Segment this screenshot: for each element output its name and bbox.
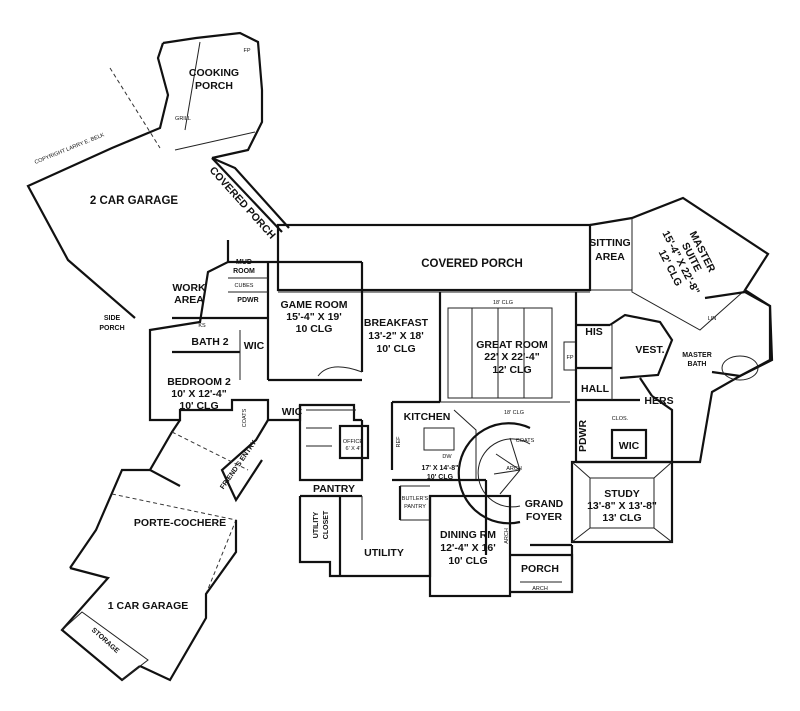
mud-room-label-1: MUD	[236, 259, 252, 266]
study-label-2: 13'-8" X 13'-8"	[587, 500, 657, 512]
butlers-pantry-label-1: BUTLER'S	[402, 496, 429, 502]
dining-label-2: 12'-4" X 16'	[440, 542, 496, 554]
bath2-label: BATH 2	[191, 336, 228, 348]
breakfast-label-3: 10' CLG	[376, 343, 415, 355]
office-label-2: 6' X 4'	[346, 446, 361, 452]
utility-label: UTILITY	[364, 547, 404, 559]
room-labels: COOKING PORCH 2 CAR GARAGE COVERED PORCH…	[90, 67, 718, 656]
butlers-pantry-label-2: PANTRY	[404, 504, 426, 510]
dw-label: DW	[442, 454, 452, 460]
side-porch-label-2: PORCH	[99, 325, 124, 332]
clos-label: CLOS.	[612, 416, 629, 422]
storage-label: STORAGE	[90, 627, 121, 656]
his-label: HIS	[585, 326, 603, 338]
copyright-label: COPYRIGHT LARRY E. BELK	[34, 132, 106, 166]
covered-porch-label: COVERED PORCH	[421, 258, 523, 270]
dining-label-3: 10' CLG	[448, 555, 487, 567]
kitchen-dims-2: 10' CLG	[427, 474, 454, 481]
wic-left-label: WIC	[244, 340, 265, 352]
coats-foyer-label: COATS	[516, 438, 535, 444]
fp-great-label: FP	[566, 355, 573, 361]
game-room-label-3: 10 CLG	[296, 323, 333, 335]
arch-foyer-label: ARCH	[506, 466, 522, 472]
ref-label: REF	[396, 436, 402, 448]
clg-great-top-label: 18' CLG	[493, 300, 513, 306]
wic-right-label: WIC	[619, 440, 640, 452]
cooking-porch-label-2: PORCH	[195, 80, 233, 92]
great-room-label-2: 22' X 22'-4"	[484, 351, 540, 363]
master-suite-label: MASTER SUITE 15'-4" X 22'-8" 12' CLG	[656, 229, 718, 297]
kitchen-dims-1: 17' X 14'-8"	[421, 465, 458, 472]
pdwr-left-label: PDWR	[237, 297, 258, 304]
study-label-1: STUDY	[604, 488, 640, 500]
master-bath-label-1: MASTER	[682, 352, 712, 359]
side-porch-label-1: SIDE	[104, 315, 121, 322]
pdwr-right-label: PDWR	[577, 420, 589, 452]
pantry-label: PANTRY	[313, 483, 355, 495]
ks-label: KS	[198, 323, 206, 329]
grill-label: GRILL	[175, 116, 191, 122]
bedroom2-label-1: BEDROOM 2	[167, 376, 231, 388]
mud-room-label-2: ROOM	[233, 268, 255, 275]
game-room-label-2: 15'-4" X 19'	[286, 311, 342, 323]
breakfast-label-2: 13'-2" X 18'	[368, 330, 424, 342]
bedroom2-label-2: 10' X 12'-4"	[171, 388, 227, 400]
wic-mid-label: WIC	[282, 406, 303, 418]
bedroom2-label-3: 10' CLG	[179, 400, 218, 412]
fp-top-label: FP	[243, 48, 250, 54]
arch-side-label: ARCH	[504, 528, 510, 544]
hall-label: HALL	[581, 383, 610, 395]
game-room-label-1: GAME ROOM	[280, 299, 347, 311]
breakfast-label-1: BREAKFAST	[364, 317, 429, 329]
porte-cochere-label: PORTE-COCHERE	[134, 517, 226, 529]
sitting-area-label-1: SITTING	[589, 237, 630, 249]
arch-porch-label: ARCH	[532, 586, 548, 592]
kitchen-label: KITCHEN	[404, 411, 451, 423]
cubes-label: CUBES	[235, 283, 254, 289]
walls	[26, 31, 774, 682]
great-room-label-3: 12' CLG	[492, 364, 531, 376]
hers-label: HERS	[644, 395, 673, 407]
cooking-porch-label-1: COOKING	[189, 67, 239, 79]
grand-foyer-label-1: GRAND	[525, 498, 564, 510]
work-area-label-1: WORK	[172, 282, 206, 294]
study-label-3: 13' CLG	[602, 512, 641, 524]
clg-great-bottom-label: 18' CLG	[504, 410, 524, 416]
master-bath-label-2: BATH	[688, 361, 707, 368]
work-area-label-2: AREA	[174, 294, 204, 306]
office-label-1: OFFICE	[343, 439, 363, 445]
great-room-label-1: GREAT ROOM	[476, 339, 548, 351]
grand-foyer-label-2: FOYER	[526, 511, 563, 523]
sitting-area-label-2: AREA	[595, 251, 625, 263]
coats-left-label: COATS	[242, 408, 248, 427]
porch-label: PORCH	[521, 563, 559, 575]
garage1-label: 1 CAR GARAGE	[108, 600, 189, 612]
dining-label-1: DINING RM	[440, 529, 496, 541]
garage2-label: 2 CAR GARAGE	[90, 195, 179, 207]
utility-closet-label-1: UTILITY	[313, 511, 320, 538]
vest-label: VEST.	[635, 344, 664, 356]
friends-entry-label: FRIEND'S ENTRY	[219, 439, 258, 491]
lin-label: LIN	[708, 316, 717, 322]
utility-closet-label-2: CLOSET	[323, 510, 330, 539]
